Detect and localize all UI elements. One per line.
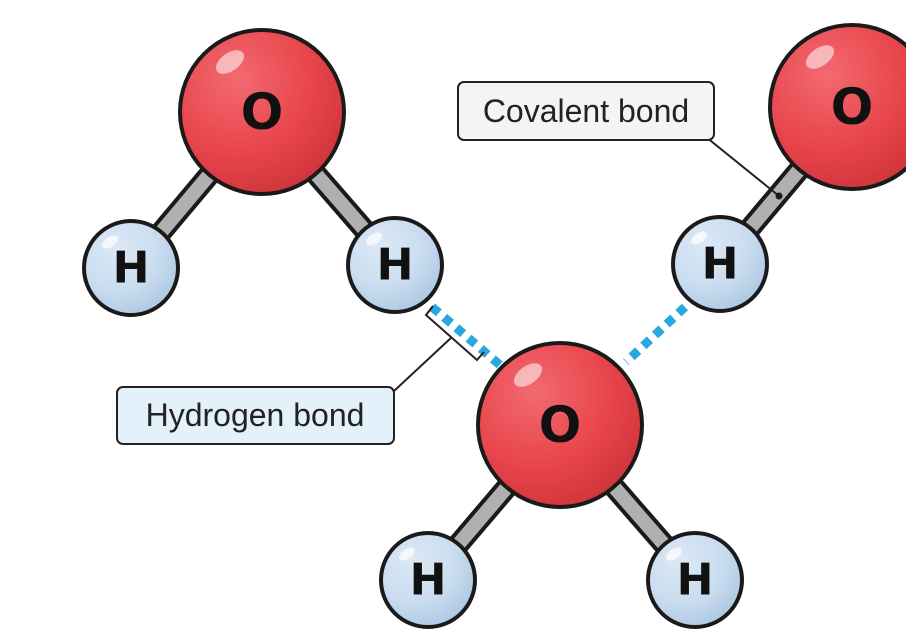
oxygen-label: O [831,78,874,136]
oxygen-atom-bottom: O [476,341,644,509]
hydrogen-atom-bottom-right: H [646,531,744,629]
hydrogen-label: H [410,555,447,606]
covalent-bond-callout: Covalent bond [457,81,783,200]
hydrogen-bonds [429,303,689,369]
hydrogen-bond-label-box [116,386,395,445]
oxygen-label: O [539,396,582,454]
oxygen-atom-top-left: O [178,28,346,196]
hydrogen-atom-top-left-right: H [346,216,444,314]
covalent-bond-label: Covalent bond [483,93,689,129]
oxygen-atom-right: O [768,23,906,191]
covalent-bond-label-box [457,81,715,141]
hydrogen-atom-top-left-left: H [82,219,180,317]
hydrogen-label: H [113,243,150,294]
hydrogen-label: H [677,555,714,606]
hydrogen-atom-bottom-left: H [379,531,477,629]
hydrogen-atom-right: H [671,215,769,313]
hydrogen-label: H [377,240,414,291]
hydrogen-bond-right [622,303,689,366]
hydrogen-bond-leader-line [393,336,453,392]
hydrogen-bond-callout: Hydrogen bond [116,305,485,445]
hydrogen-bond-left [429,303,503,369]
hydrogen-bond-label: Hydrogen bond [146,397,365,433]
oxygen-label: O [241,83,284,141]
hydrogen-label: H [702,239,739,290]
covalent-bond-leader-line [705,136,780,197]
